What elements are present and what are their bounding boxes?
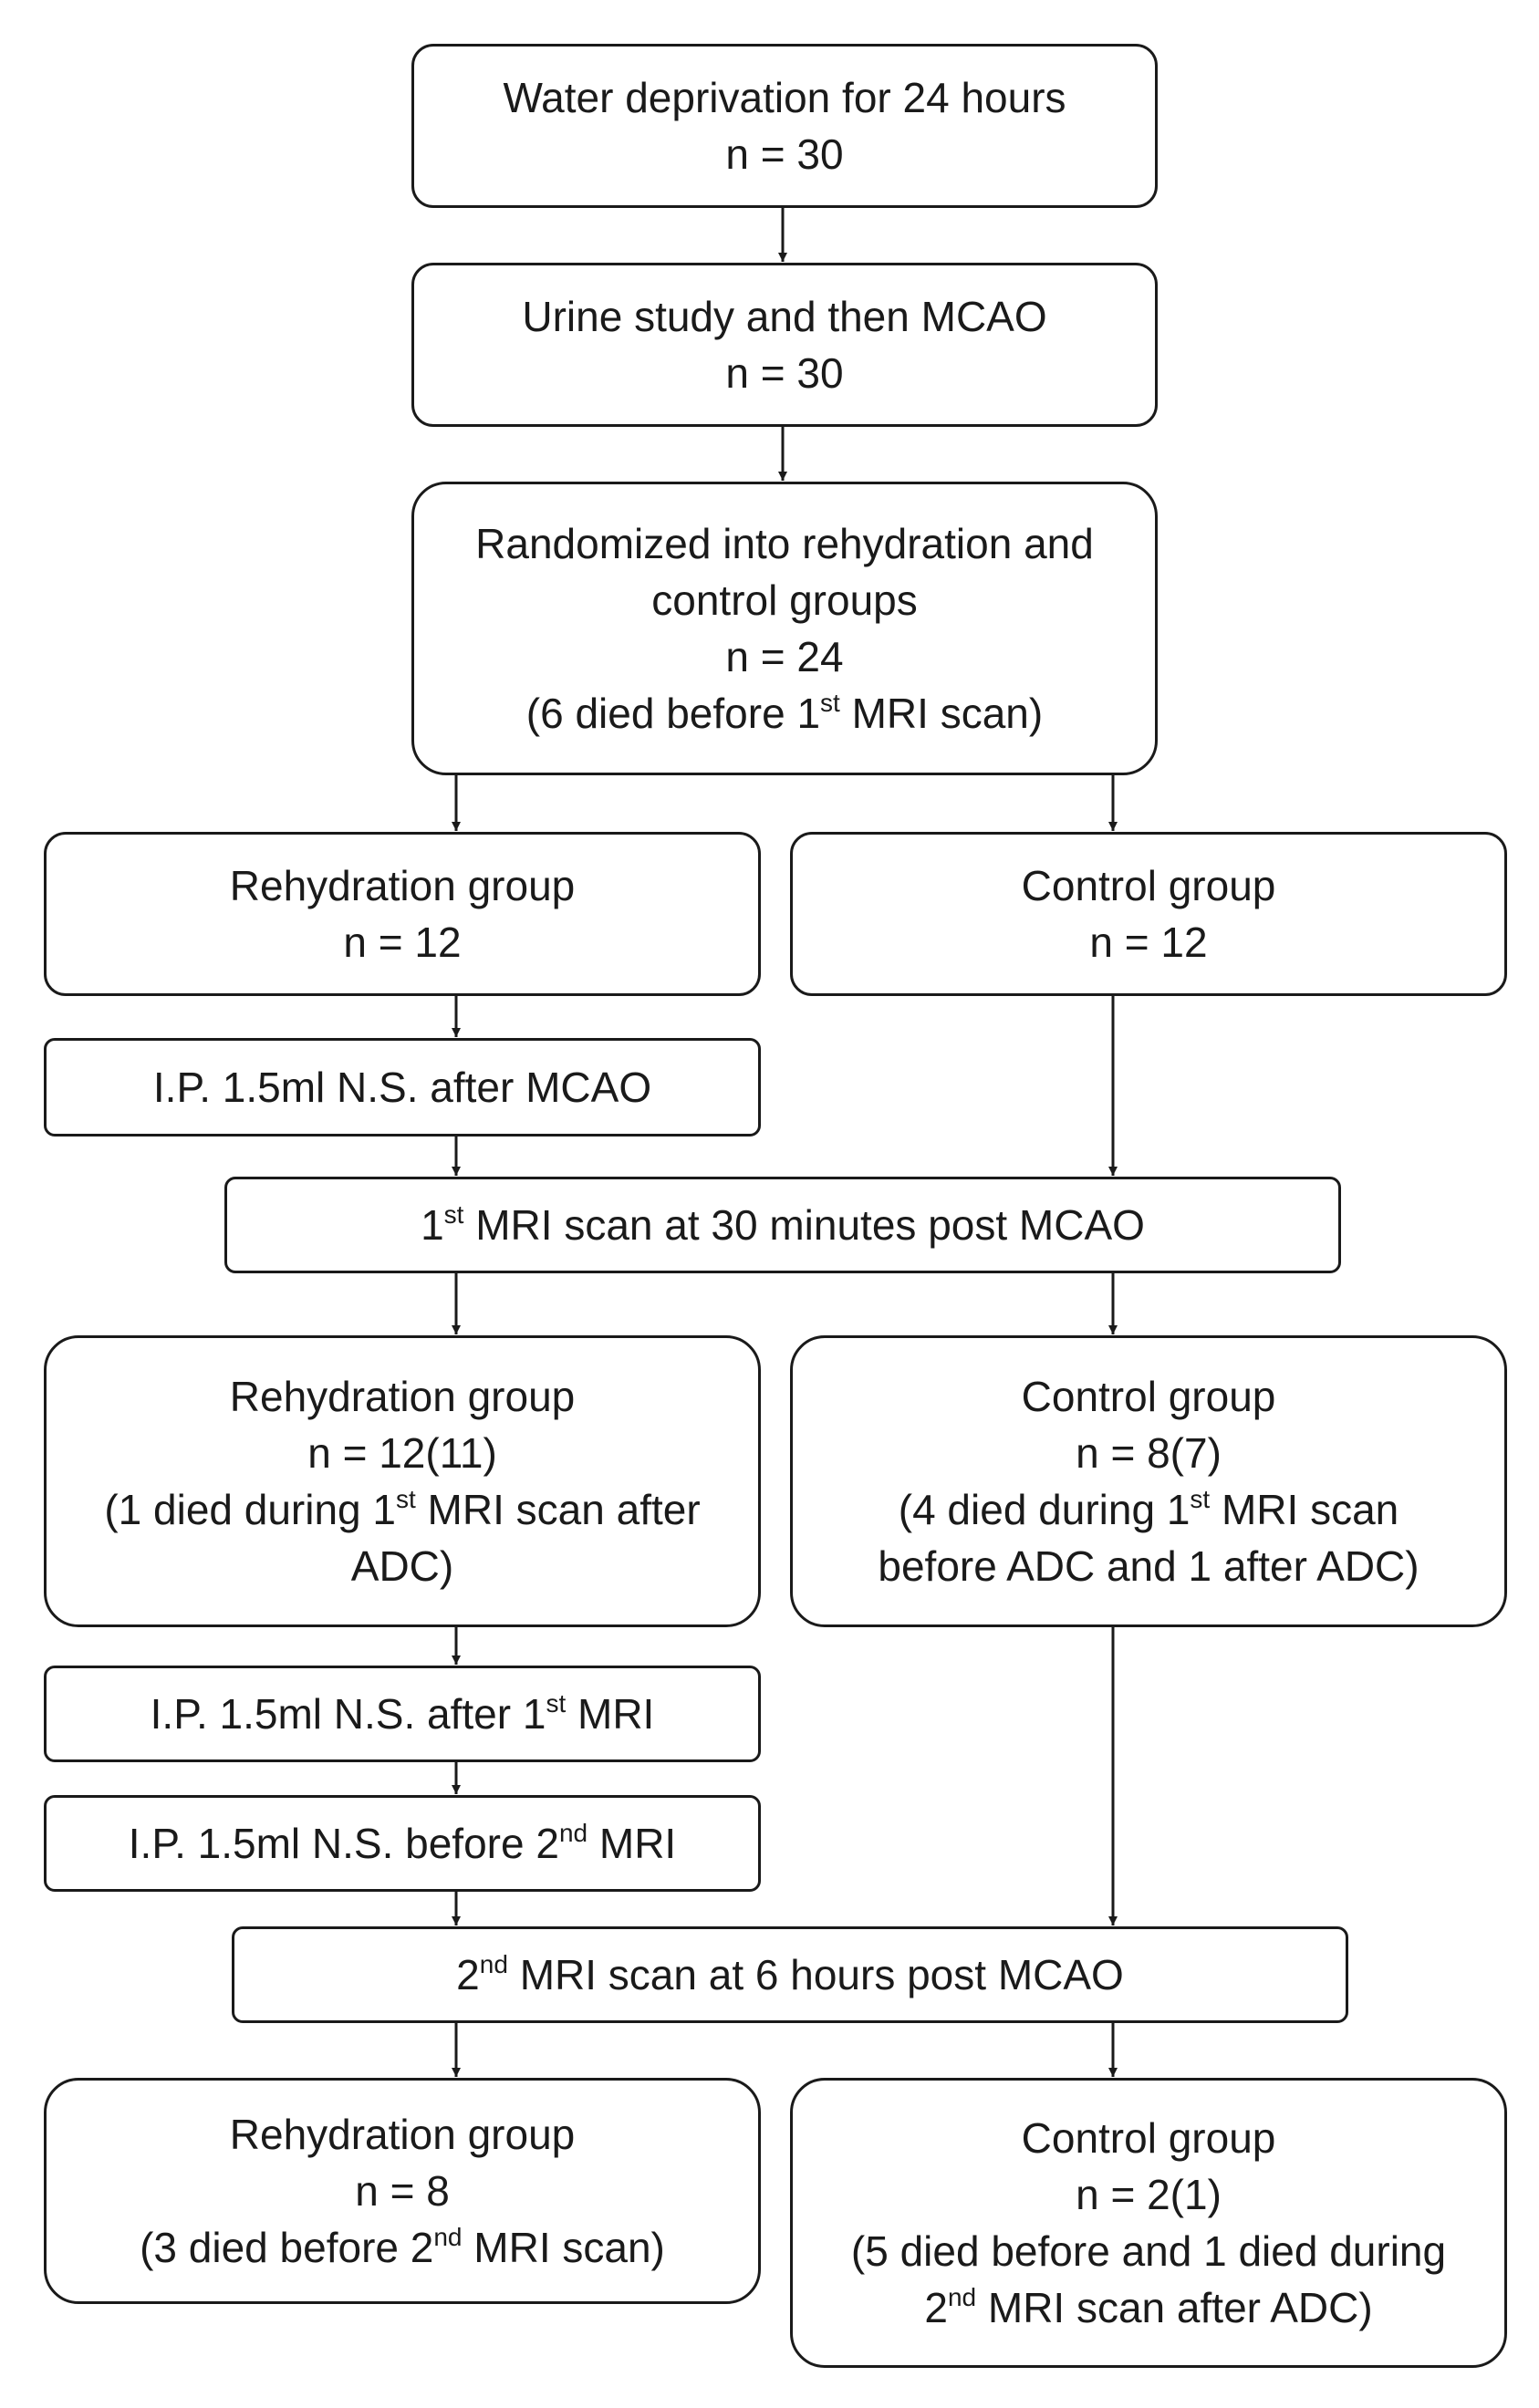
box-text-line: n = 8: [355, 2163, 450, 2219]
text-segment: n = 8(7): [1076, 1429, 1222, 1477]
control-group-box-2: Control group n = 8(7)(4 died during 1st …: [790, 1335, 1507, 1627]
ordinal-superscript: st: [396, 1485, 416, 1513]
text-segment: n = 24: [725, 633, 844, 680]
box-text-line: (4 died during 1st MRI scan: [899, 1481, 1399, 1538]
box-text-line: ADC): [351, 1538, 453, 1594]
box-text-line: Rehydration group: [230, 1368, 575, 1425]
text-segment: Rehydration group: [229, 1373, 576, 1420]
box-text-line: n = 12: [1089, 914, 1207, 970]
box-text-line: (1 died during 1st MRI scan after: [104, 1481, 700, 1538]
text-segment: n = 12: [1089, 919, 1208, 966]
text-segment: Water deprivation for 24 hours: [503, 74, 1066, 121]
second-mri-scan-box: 2nd MRI scan at 6 hours post MCAO: [232, 1926, 1348, 2023]
box-text-line: 2nd MRI scan at 6 hours post MCAO: [456, 1946, 1124, 2003]
box-text-line: n = 24: [725, 628, 843, 685]
box-text-line: Control group: [1022, 2110, 1276, 2166]
text-segment: n = 12: [343, 919, 462, 966]
text-segment: MRI scan at 6 hours post MCAO: [507, 1951, 1124, 1998]
box-text-line: n = 12(11): [307, 1425, 497, 1481]
text-segment: before ADC and 1 after ADC): [878, 1542, 1419, 1590]
box-text-line: n = 12: [343, 914, 461, 970]
text-segment: MRI: [588, 1820, 677, 1867]
box-text-line: n = 2(1): [1076, 2166, 1222, 2223]
text-segment: n = 8: [355, 2167, 450, 2215]
box-text-line: (3 died before 2nd MRI scan): [140, 2219, 665, 2276]
ordinal-superscript: st: [443, 1200, 464, 1229]
text-segment: MRI scan): [462, 2224, 665, 2271]
urine-study-box: Urine study and then MCAO n = 30: [411, 263, 1158, 427]
ordinal-superscript: st: [546, 1689, 567, 1718]
box-text-line: I.P. 1.5ml N.S. after MCAO: [153, 1059, 651, 1116]
box-text-line: (6 died before 1st MRI scan): [526, 685, 1043, 742]
text-segment: MRI scan): [839, 690, 1044, 737]
text-segment: MRI: [566, 1690, 655, 1738]
text-segment: Rehydration group: [229, 862, 576, 909]
text-segment: MRI scan after ADC): [976, 2284, 1373, 2331]
text-segment: MRI scan at 30 minutes post MCAO: [463, 1201, 1145, 1249]
text-segment: (5 died before and 1 died during: [850, 2227, 1447, 2275]
ordinal-superscript: nd: [558, 1819, 588, 1847]
text-segment: I.P. 1.5ml N.S. after 1: [150, 1690, 546, 1738]
text-segment: Control group: [1021, 1373, 1276, 1420]
text-segment: n = 30: [725, 349, 844, 397]
box-text-line: Urine study and then MCAO: [522, 288, 1046, 345]
text-segment: Control group: [1021, 862, 1276, 909]
control-group-box-1: Control group n = 12: [790, 832, 1507, 996]
ip-after-mcao-box: I.P. 1.5ml N.S. after MCAO: [44, 1038, 761, 1137]
text-segment: n = 30: [725, 130, 844, 178]
text-segment: Rehydration group: [229, 2111, 576, 2158]
text-segment: (1 died during 1: [104, 1486, 396, 1533]
text-segment: MRI scan after: [415, 1486, 701, 1533]
ip-before-second-mri-box: I.P. 1.5ml N.S. before 2nd MRI: [44, 1795, 761, 1892]
text-segment: n = 2(1): [1076, 2171, 1222, 2218]
text-segment: MRI scan: [1210, 1486, 1399, 1533]
box-text-line: n = 8(7): [1076, 1425, 1222, 1481]
ordinal-superscript: nd: [433, 2223, 463, 2251]
text-segment: n = 12(11): [307, 1429, 497, 1477]
text-segment: (4 died during 1: [898, 1486, 1191, 1533]
ordinal-superscript: st: [820, 689, 840, 717]
box-text-line: n = 30: [725, 126, 843, 182]
box-text-line: 1st MRI scan at 30 minutes post MCAO: [421, 1197, 1145, 1253]
box-text-line: n = 30: [725, 345, 843, 401]
rehydration-group-box-1: Rehydration group n = 12: [44, 832, 761, 996]
text-segment: 2: [924, 2284, 948, 2331]
text-segment: I.P. 1.5ml N.S. before 2: [128, 1820, 559, 1867]
text-segment: (3 died before 2: [140, 2224, 434, 2271]
box-text-line: I.P. 1.5ml N.S. before 2nd MRI: [129, 1815, 676, 1872]
box-text-line: Water deprivation for 24 hours: [503, 69, 1066, 126]
text-segment: Randomized into rehydration and: [475, 520, 1094, 567]
ordinal-superscript: st: [1190, 1485, 1211, 1513]
box-text-line: Control group: [1022, 1368, 1276, 1425]
box-text-line: 2nd MRI scan after ADC): [924, 2279, 1372, 2336]
box-text-line: Rehydration group: [230, 857, 575, 914]
box-text-line: Control group: [1022, 857, 1276, 914]
box-text-line: control groups: [651, 572, 918, 628]
randomized-box: Randomized into rehydration and control g…: [411, 482, 1158, 775]
text-segment: ADC): [350, 1542, 454, 1590]
box-text-line: (5 died before and 1 died during: [851, 2223, 1446, 2279]
text-segment: 1: [421, 1201, 444, 1249]
water-deprivation-box: Water deprivation for 24 hours n = 30: [411, 44, 1158, 208]
text-segment: (6 died before 1: [525, 690, 821, 737]
box-text-line: I.P. 1.5ml N.S. after 1st MRI: [151, 1686, 655, 1742]
text-segment: Control group: [1021, 2114, 1276, 2162]
text-segment: Urine study and then MCAO: [522, 293, 1047, 340]
text-segment: control groups: [651, 576, 918, 624]
ip-after-first-mri-box: I.P. 1.5ml N.S. after 1st MRI: [44, 1666, 761, 1762]
first-mri-scan-box: 1st MRI scan at 30 minutes post MCAO: [224, 1177, 1341, 1273]
ordinal-superscript: nd: [947, 2283, 977, 2311]
box-text-line: Randomized into rehydration and: [475, 515, 1094, 572]
box-text-line: before ADC and 1 after ADC): [878, 1538, 1419, 1594]
text-segment: 2: [456, 1951, 480, 1998]
text-segment: I.P. 1.5ml N.S. after MCAO: [152, 1064, 652, 1111]
box-text-line: Rehydration group: [230, 2106, 575, 2163]
ordinal-superscript: nd: [479, 1950, 508, 1978]
control-group-box-3: Control group n = 2(1) (5 died before and …: [790, 2078, 1507, 2368]
